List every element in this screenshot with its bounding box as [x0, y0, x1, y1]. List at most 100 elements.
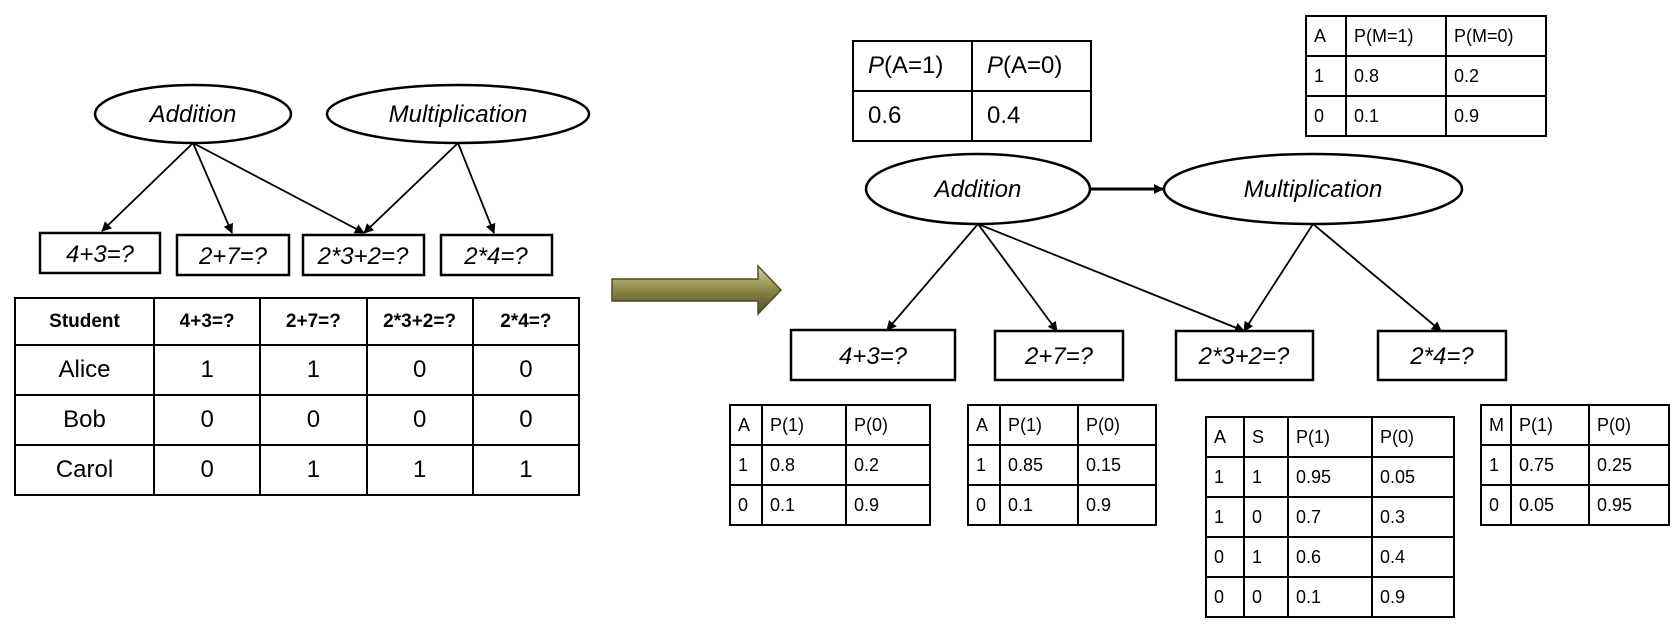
cpt-header-cell: S	[1243, 416, 1289, 458]
response-cell: 1	[259, 344, 368, 396]
cpt-cell: 0.05	[1510, 484, 1590, 526]
left-question-box-1	[38, 231, 162, 275]
cpt-cell: 0	[1205, 576, 1245, 618]
cpt-cell: 0.9	[1077, 484, 1157, 526]
table-row: Carol 0 1 1 1	[14, 444, 581, 496]
transition-arrow-icon	[611, 264, 783, 316]
cpt-cell: 0.2	[1445, 55, 1547, 97]
cpt-header-row: A P(1) P(0)	[967, 404, 1157, 446]
cpt-cell: 0.1	[1345, 95, 1447, 137]
cpt-header-cell: P(1)	[1510, 404, 1590, 446]
cpt-header-row: A S P(1) P(0)	[1205, 416, 1455, 458]
cpt-question-2: A P(1) P(0) 1 0.85 0.15 0 0.1 0.9	[967, 404, 1157, 526]
prob-event: (A=1)	[884, 52, 944, 79]
cpt-question-3: A S P(1) P(0) 1 1 0.95 0.05 1 0 0.7 0.3 …	[1205, 416, 1455, 618]
table-row: 0 0.1 0.9	[729, 484, 931, 526]
cpt-cell: 0.8	[761, 444, 847, 486]
table-row: Alice 1 1 0 0	[14, 344, 581, 396]
cpt-header-cell: P(A=0)	[971, 40, 1092, 92]
response-cell: 0	[259, 394, 368, 446]
cpt-cell: 0.4	[1371, 536, 1455, 578]
cpt-header-cell: P(0)	[1588, 404, 1670, 446]
cpt-cell: 0	[1305, 95, 1347, 137]
table-row: 0 0.1 0.9	[1305, 95, 1547, 137]
right-question-box-3	[1174, 329, 1315, 382]
cpt-cell: 0.15	[1077, 444, 1157, 486]
cpt-cell: 0.4	[971, 90, 1092, 142]
response-cell: 1	[152, 344, 262, 396]
cpt-header-cell: P(A=1)	[852, 40, 973, 92]
cpt-cell: 0	[967, 484, 1001, 526]
right-edge-multiplication-q4	[1312, 223, 1442, 332]
cpt-header-row: M P(1) P(0)	[1480, 404, 1670, 446]
cpt-cell: 0.95	[1588, 484, 1670, 526]
cpt-cell: 0	[729, 484, 763, 526]
right-question-label-4: 2*4=?	[1409, 343, 1474, 370]
prob-symbol: P	[987, 52, 1004, 79]
cpt-cell: 0.1	[761, 484, 847, 526]
left-question-box-4	[439, 233, 554, 277]
response-cell: 0	[471, 394, 581, 446]
right-addition-label: Addition	[933, 176, 1022, 203]
cpt-header-cell: P(1)	[999, 404, 1079, 446]
left-addition-label: Addition	[148, 101, 237, 128]
table-row: 0.6 0.4	[852, 90, 1092, 142]
left-multiplication-label: Multiplication	[389, 101, 528, 128]
response-cell: 0	[152, 394, 262, 446]
cpt-cell: 1	[1480, 444, 1512, 486]
cpt-cell: 1	[1205, 456, 1245, 498]
left-edge-addition-q1	[101, 142, 194, 232]
cpt-cell: 0	[1480, 484, 1512, 526]
cpt-header-cell: P(M=1)	[1345, 15, 1447, 57]
student-name: Bob	[14, 394, 155, 446]
cpt-cell: 0.05	[1371, 456, 1455, 498]
cpt-cell: 0.25	[1588, 444, 1670, 486]
student-name: Carol	[14, 444, 155, 496]
response-cell: 1	[259, 444, 368, 496]
response-cell: 0	[471, 344, 581, 396]
cpt-header-row: A P(1) P(0)	[729, 404, 931, 446]
cpt-cell: 0	[1243, 576, 1289, 618]
header-q4: 2*4=?	[471, 297, 581, 346]
header-q1: 4+3=?	[152, 297, 262, 346]
right-question-label-1: 4+3=?	[839, 343, 908, 370]
cpt-cell: 0	[1205, 536, 1245, 578]
cpt-cell: 0	[1243, 496, 1289, 538]
right-edge-addition-q1	[886, 223, 979, 331]
left-edge-multiplication-q4	[457, 142, 496, 234]
cpt-cell: 0.6	[852, 90, 973, 142]
cpt-cell: 0.85	[999, 444, 1079, 486]
left-question-label-1: 4+3=?	[66, 241, 135, 268]
cpt-cell: 1	[967, 444, 1001, 486]
table-row: 1 0.85 0.15	[967, 444, 1157, 486]
right-question-box-4	[1376, 329, 1508, 382]
table-row: 1 0 0.7 0.3	[1205, 496, 1455, 538]
cpt-header-cell: P(M=0)	[1445, 15, 1547, 57]
table-row: 1 0.75 0.25	[1480, 444, 1670, 486]
cpt-cell: 0.1	[1287, 576, 1373, 618]
table-row: Bob 0 0 0 0	[14, 394, 581, 446]
cpt-cell: 0.2	[845, 444, 931, 486]
right-edge-multiplication-q3	[1243, 223, 1314, 332]
right-edge-addition-q3	[977, 223, 1245, 333]
right-question-label-3: 2*3+2=?	[1198, 343, 1290, 370]
header-q2: 2+7=?	[259, 297, 368, 346]
right-multiplication-label: Multiplication	[1244, 176, 1383, 203]
cpt-multiplication: A P(M=1) P(M=0) 1 0.8 0.2 0 0.1 0.9	[1305, 15, 1547, 137]
cpt-header-cell: P(0)	[845, 404, 931, 446]
cpt-cell: 1	[729, 444, 763, 486]
cpt-cell: 1	[1205, 496, 1245, 538]
cpt-header-cell: M	[1480, 404, 1512, 446]
cpt-header-cell: A	[1205, 416, 1245, 458]
header-q3: 2*3+2=?	[365, 297, 474, 346]
right-edge-addition-q2	[977, 223, 1058, 332]
table-row: 0 1 0.6 0.4	[1205, 536, 1455, 578]
left-question-label-3: 2*3+2=?	[317, 243, 409, 270]
table-row: 0 0.1 0.9	[967, 484, 1157, 526]
cpt-header-cell: P(1)	[1287, 416, 1373, 458]
prob-symbol: P	[868, 52, 885, 79]
header-student: Student	[14, 297, 155, 346]
student-table-header-row: Student 4+3=? 2+7=? 2*3+2=? 2*4=?	[14, 297, 581, 346]
cpt-cell: 0.75	[1510, 444, 1590, 486]
